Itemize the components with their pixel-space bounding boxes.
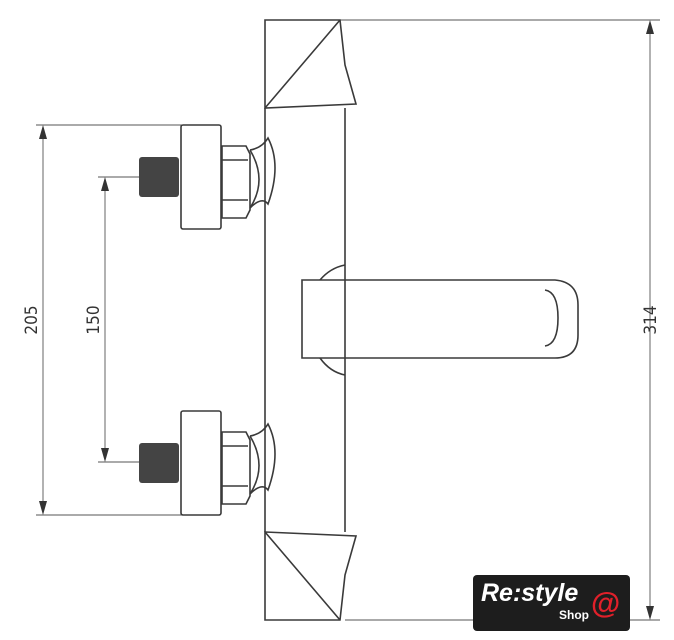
logo-text: Re:style bbox=[481, 579, 579, 607]
dimension-label-205: 205 bbox=[22, 305, 42, 334]
dimension-label-314: 314 bbox=[641, 305, 661, 334]
connector-top bbox=[139, 124, 276, 230]
spout bbox=[301, 264, 579, 376]
logo-subtext: Shop bbox=[559, 608, 589, 622]
dimension-150: 150 bbox=[84, 176, 140, 463]
restyle-shop-logo: Re:style Shop @ bbox=[473, 575, 630, 631]
dimension-label-150: 150 bbox=[84, 305, 104, 334]
connector-bottom bbox=[139, 410, 276, 516]
faucet-body bbox=[264, 19, 358, 621]
dimension-314: 314 bbox=[265, 19, 661, 621]
logo-at-cart-icon: @ bbox=[591, 587, 621, 620]
dimension-205: 205 bbox=[22, 124, 183, 516]
